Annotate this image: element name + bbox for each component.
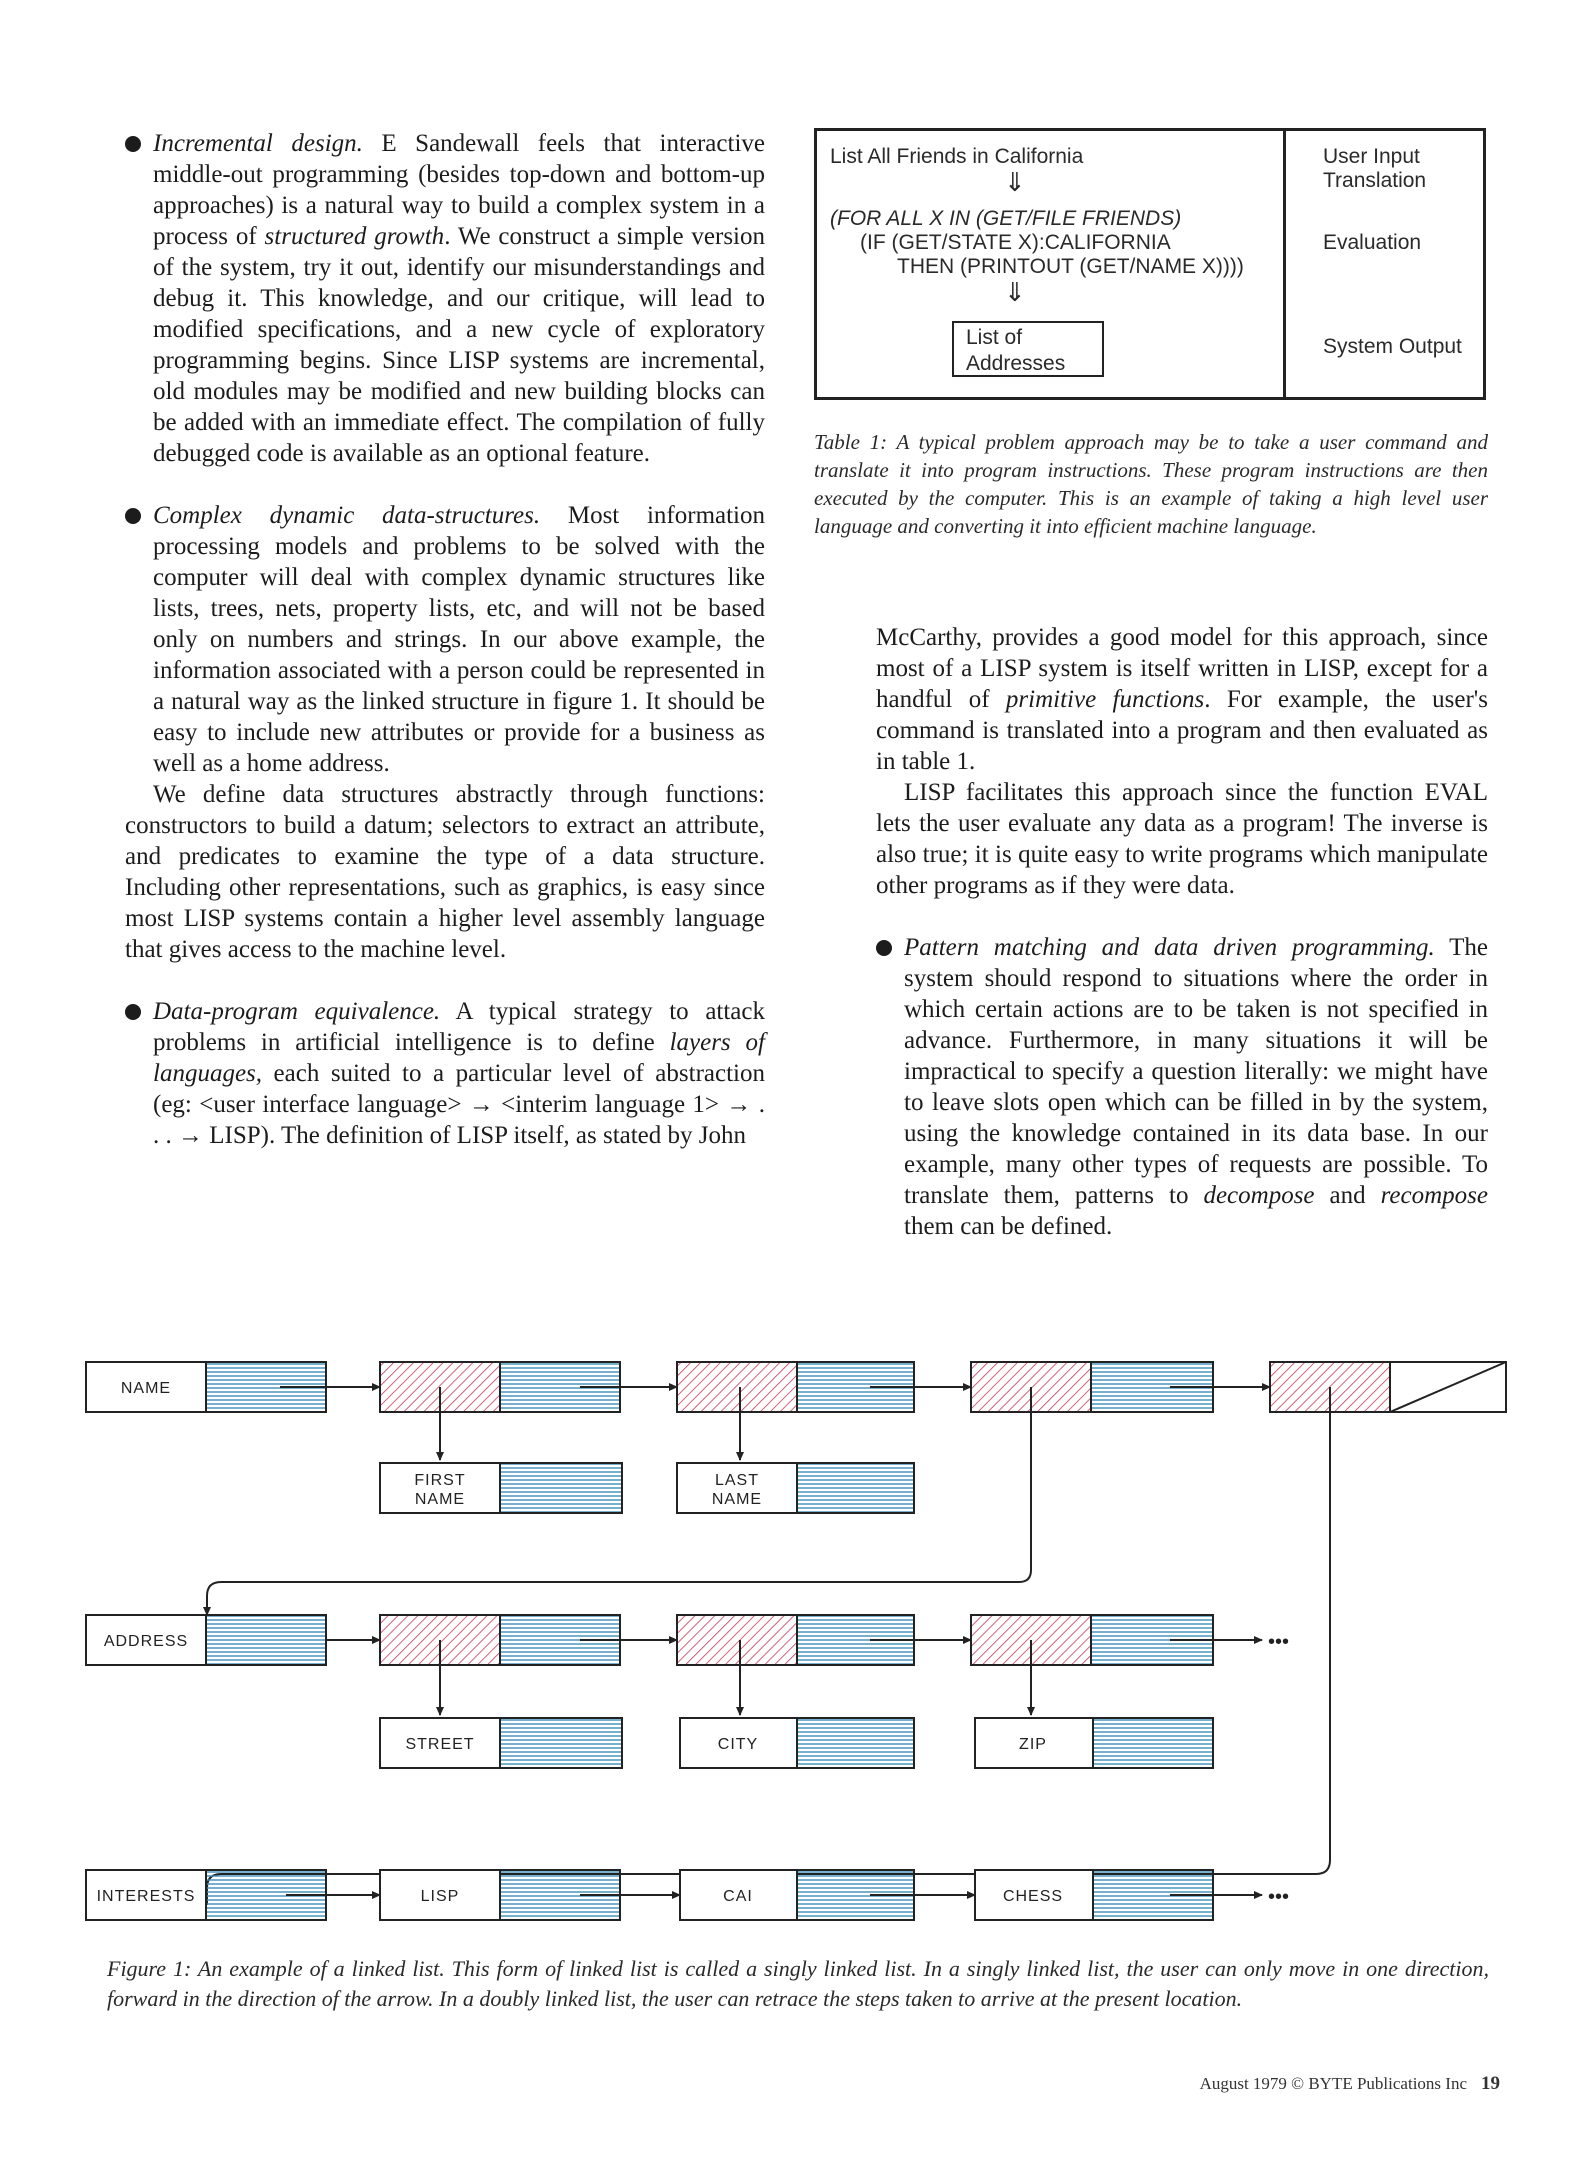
table-1: List All Friends in California ⇓ (FOR AL… <box>814 128 1486 400</box>
label-first: FIRST <box>414 1472 465 1489</box>
label-interests: INTERESTS <box>97 1888 196 1905</box>
label-address: ADDRESS <box>104 1633 188 1650</box>
table-divider <box>1283 131 1286 397</box>
bullet-incremental-design: Incremental design. E Sandewall feels th… <box>125 128 765 469</box>
down-arrow-icon: ⇓ <box>1004 277 1026 307</box>
bullet-data-program-equivalence: Data-program equivalence. A typical stra… <box>125 996 765 1151</box>
bullet-dot <box>876 940 892 956</box>
ellipsis: ••• <box>1268 1631 1289 1653</box>
output-line: List of <box>966 326 1023 349</box>
bullet-italic: structured growth <box>264 223 445 250</box>
bullet-text: A typical strategy to attack problems in… <box>153 998 765 1056</box>
paragraph-italic: primitive functions <box>1005 686 1205 713</box>
table-code-line: (IF (GET/STATE X):CALIFORNIA <box>860 231 1171 254</box>
table-output-box: List of Addresses <box>952 321 1104 377</box>
label-name: NAME <box>415 1491 465 1508</box>
bullet-italic: decompose <box>1203 1182 1315 1209</box>
bullet-text: E Sandewall feels that interactive middl… <box>153 130 765 250</box>
page-footer: August 1979 © BYTE Publications Inc 19 <box>1120 2073 1500 2095</box>
table-1-caption: Table 1: A typical problem approach may … <box>814 430 1488 538</box>
table-code-line: THEN (PRINTOUT (GET/NAME X)))) <box>897 255 1244 278</box>
label-name: NAME <box>712 1491 762 1508</box>
bullet-dot <box>125 136 141 152</box>
table-side-label: Evaluation <box>1323 231 1422 254</box>
figure-1-caption: Figure 1: An example of a linked list. T… <box>107 1956 1489 2011</box>
down-arrow-icon: ⇓ <box>1004 167 1026 197</box>
interests-row: INTERESTS LISP CAI CHESS ••• <box>85 1869 1289 1921</box>
bullet-pattern-matching: Pattern matching and data driven program… <box>876 932 1488 1242</box>
label-zip: ZIP <box>1019 1736 1047 1753</box>
address-row: ADDRESS ••• STREET <box>85 1614 1289 1769</box>
bullet-text: The system should respond to situations … <box>904 934 1488 1209</box>
bullet-text: each suited to a particular level of abs… <box>153 1060 765 1149</box>
figure-1-linked-list: NAME FIRST NAME <box>0 1330 1582 1930</box>
right-column: McCarthy, provides a good model for this… <box>876 622 1488 1242</box>
bullet-lead: Incremental design. <box>153 130 363 157</box>
ellipsis: ••• <box>1268 1886 1289 1908</box>
label-cai: CAI <box>723 1888 753 1905</box>
bullet-italic: recompose <box>1380 1182 1488 1209</box>
label-lisp: LISP <box>421 1888 460 1905</box>
name-row: NAME FIRST NAME <box>85 1361 1507 1905</box>
output-line: Addresses <box>966 352 1066 375</box>
label-chess: CHESS <box>1003 1888 1063 1905</box>
bullet-text: . We construct a simple version of the s… <box>153 223 766 467</box>
table-code-line: (FOR ALL X IN (GET/FILE FRIENDS) <box>830 207 1182 230</box>
left-column: Incremental design. E Sandewall feels th… <box>125 128 765 1151</box>
bullet-complex-data-structures: Complex dynamic data-structures. Most in… <box>125 500 765 779</box>
bullet-lead: Complex dynamic data-structures. <box>153 502 541 529</box>
paragraph: LISP facilitates this approach since the… <box>876 779 1488 899</box>
linked-list-diagram: NAME FIRST NAME <box>85 1361 1507 1921</box>
page-number: 19 <box>1481 2073 1500 2094</box>
label-street: STREET <box>405 1736 474 1753</box>
label-city: CITY <box>718 1736 758 1753</box>
bullet-lead: Data-program equivalence. <box>153 998 441 1025</box>
bullet-text: Most information processing models and p… <box>153 502 765 777</box>
footer-credit: August 1979 © BYTE Publications Inc <box>1199 2074 1467 2093</box>
table-input-line: List All Friends in California <box>830 145 1084 168</box>
paragraph: McCarthy, provides a good model for this… <box>876 622 1488 777</box>
table-side-label: User Input <box>1323 145 1420 168</box>
paragraph-text: . For example, the user's command is tra… <box>876 686 1489 775</box>
bullet-italic: layers of languages, <box>153 1029 765 1087</box>
paragraph-text: McCarthy, provides a good model for this… <box>876 624 1488 713</box>
label-name: NAME <box>121 1380 171 1397</box>
bullet-dot <box>125 1004 141 1020</box>
bullet-text: and <box>1314 1182 1381 1209</box>
table-side-label: System Output <box>1323 335 1462 358</box>
bullet-dot <box>125 508 141 524</box>
table-side-label: Translation <box>1323 169 1427 192</box>
paragraph: We define data structures abstractly thr… <box>125 781 765 963</box>
bullet-text: them can be defined. <box>904 1213 1113 1240</box>
label-last: LAST <box>715 1472 759 1489</box>
bullet-lead: Pattern matching and data driven program… <box>904 934 1435 961</box>
